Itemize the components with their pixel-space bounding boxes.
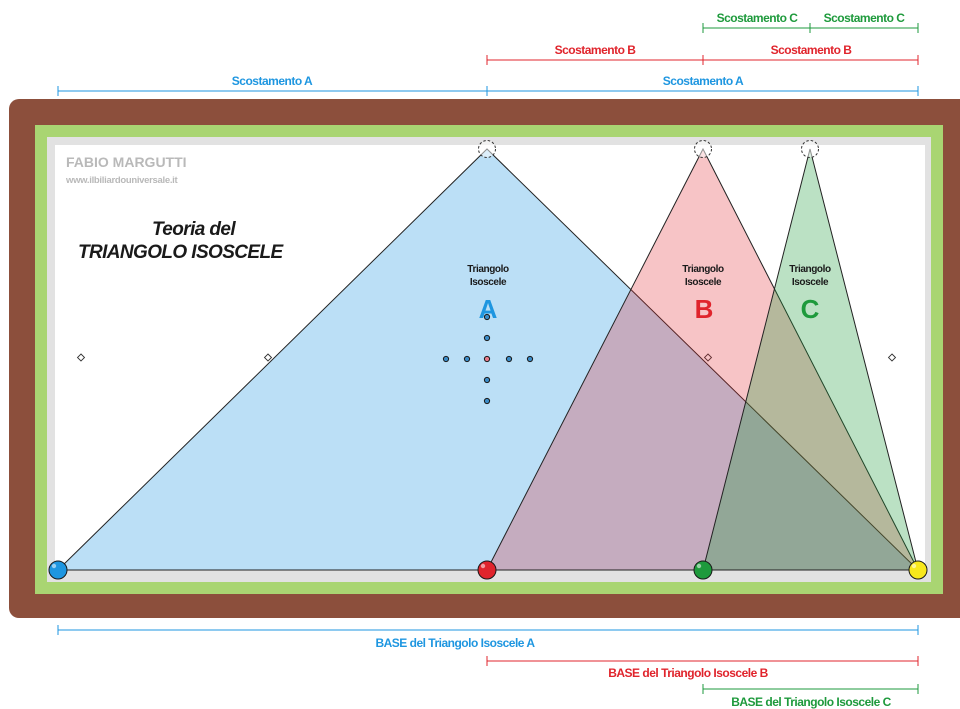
- triangle-c-letter: C: [801, 294, 820, 324]
- spot: [505, 355, 513, 363]
- dimension-scostamento-b: [486, 55, 919, 65]
- scostamento-b-right-label: Scostamento B: [771, 43, 853, 57]
- center-spots: [442, 313, 534, 405]
- triangle-a-caption-line1: Triangolo: [467, 264, 509, 275]
- author-website: www.ilbiliardouniversale.it: [65, 175, 179, 186]
- title-line-1: Teoria del: [152, 219, 236, 240]
- triangle-c-caption-line2: Isoscele: [792, 277, 829, 288]
- base-a-label: BASE del Triangolo Isoscele A: [375, 636, 535, 650]
- triangle-a-caption-line2: Isoscele: [470, 277, 507, 288]
- triangle-c: [702, 148, 919, 571]
- title-line-2: TRIANGOLO ISOSCELE: [78, 242, 284, 263]
- diamond-marker: [887, 353, 897, 362]
- dimension-base-c: [702, 684, 919, 694]
- spot: [483, 376, 491, 384]
- apex-ghost-ball-c: [801, 140, 819, 158]
- author-name: FABIO MARGUTTI: [66, 154, 187, 170]
- scostamento-c-left-label: Scostamento C: [717, 11, 799, 25]
- apex-ghost-ball-b: [694, 140, 712, 158]
- table-playing-surface: [55, 145, 925, 570]
- dimension-base-b: [486, 656, 919, 666]
- spot: [463, 355, 471, 363]
- scostamento-a-right-label: Scostamento A: [663, 74, 744, 88]
- spot: [483, 397, 491, 405]
- scostamento-b-left-label: Scostamento B: [555, 43, 637, 57]
- ball-blue: [48, 560, 68, 580]
- ball-green: [693, 560, 713, 580]
- diamond-marker: [263, 353, 273, 362]
- apex-ghost-ball-a: [478, 140, 496, 158]
- center-spot: [483, 355, 491, 363]
- dimension-scostamento-a-right: [487, 86, 919, 96]
- base-c-label: BASE del Triangolo Isoscele C: [731, 695, 891, 709]
- dimension-scostamento-c: [702, 23, 919, 33]
- triangle-a-letter: A: [479, 294, 498, 324]
- triangle-b-caption-line2: Isoscele: [685, 277, 722, 288]
- spot: [526, 355, 534, 363]
- ball-red: [477, 560, 497, 580]
- table-diamonds: [76, 353, 897, 362]
- ball-yellow: [908, 560, 928, 580]
- spot: [483, 313, 491, 321]
- triangle-b-caption-line1: Triangolo: [682, 264, 724, 275]
- scostamento-a-left-label: Scostamento A: [232, 74, 313, 88]
- scostamento-c-right-label: Scostamento C: [824, 11, 906, 25]
- spot: [442, 355, 450, 363]
- triangle-b-letter: B: [695, 294, 714, 324]
- triangle-c-caption-line1: Triangolo: [789, 264, 831, 275]
- dimension-base-a: [57, 625, 919, 635]
- diamond-marker: [703, 353, 713, 362]
- spot: [483, 334, 491, 342]
- base-b-label: BASE del Triangolo Isoscele B: [608, 666, 768, 680]
- diamond-marker: [76, 353, 86, 362]
